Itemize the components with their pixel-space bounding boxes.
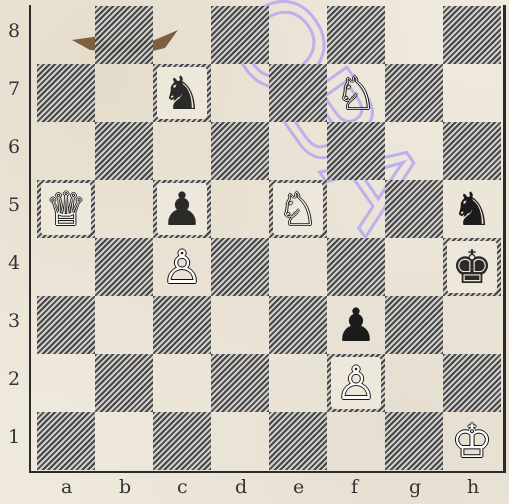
square-g7[interactable]	[385, 64, 443, 122]
square-d7[interactable]	[211, 64, 269, 122]
rank-label-3: 3	[8, 310, 20, 332]
white-queen-icon[interactable]: ♕	[41, 183, 91, 235]
black-pawn-icon[interactable]: ♟	[157, 183, 207, 235]
square-h1[interactable]: ♔	[443, 412, 501, 470]
chess-board: ♞ ♘ ♕ ♟ ♘ ♞ ♙ ♚ ♟ ♙ ♔	[37, 6, 501, 469]
rank-label-2: 2	[8, 368, 20, 390]
square-f7[interactable]: ♘	[327, 64, 385, 122]
square-a5[interactable]: ♕	[37, 180, 95, 238]
rank-label-6: 6	[8, 136, 20, 158]
file-label-g: g	[409, 476, 421, 498]
square-e3[interactable]	[269, 296, 327, 354]
square-c5[interactable]: ♟	[153, 180, 211, 238]
square-g6[interactable]	[385, 122, 443, 180]
square-b7[interactable]	[95, 64, 153, 122]
white-knight-icon[interactable]: ♘	[331, 67, 381, 119]
square-d3[interactable]	[211, 296, 269, 354]
square-c2[interactable]	[153, 354, 211, 412]
file-label-h: h	[467, 476, 479, 498]
file-label-e: e	[293, 476, 304, 498]
black-pawn-icon[interactable]: ♟	[331, 299, 381, 351]
square-a8[interactable]	[37, 6, 95, 64]
square-c4[interactable]: ♙	[153, 238, 211, 296]
black-knight-icon[interactable]: ♞	[447, 183, 497, 235]
square-f3[interactable]: ♟	[327, 296, 385, 354]
square-f6[interactable]	[327, 122, 385, 180]
square-b2[interactable]	[95, 354, 153, 412]
file-label-d: d	[235, 476, 247, 498]
square-g5[interactable]	[385, 180, 443, 238]
square-e2[interactable]	[269, 354, 327, 412]
square-a4[interactable]	[37, 238, 95, 296]
square-e1[interactable]	[269, 412, 327, 470]
square-h5[interactable]: ♞	[443, 180, 501, 238]
square-a7[interactable]	[37, 64, 95, 122]
square-d1[interactable]	[211, 412, 269, 470]
square-e6[interactable]	[269, 122, 327, 180]
white-pawn-icon[interactable]: ♙	[157, 241, 207, 293]
square-g3[interactable]	[385, 296, 443, 354]
square-b1[interactable]	[95, 412, 153, 470]
square-b5[interactable]	[95, 180, 153, 238]
rank-label-1: 1	[8, 426, 20, 448]
square-h2[interactable]	[443, 354, 501, 412]
square-f5[interactable]	[327, 180, 385, 238]
black-knight-icon[interactable]: ♞	[157, 67, 207, 119]
square-e5[interactable]: ♘	[269, 180, 327, 238]
square-e4[interactable]	[269, 238, 327, 296]
square-f4[interactable]	[327, 238, 385, 296]
square-d6[interactable]	[211, 122, 269, 180]
square-f8[interactable]	[327, 6, 385, 64]
file-label-b: b	[119, 476, 131, 498]
square-a1[interactable]	[37, 412, 95, 470]
square-a3[interactable]	[37, 296, 95, 354]
square-h7[interactable]	[443, 64, 501, 122]
square-d4[interactable]	[211, 238, 269, 296]
white-knight-icon[interactable]: ♘	[273, 183, 323, 235]
black-king-icon[interactable]: ♚	[447, 241, 497, 293]
square-c8[interactable]	[153, 6, 211, 64]
square-b3[interactable]	[95, 296, 153, 354]
square-f1[interactable]	[327, 412, 385, 470]
square-d5[interactable]	[211, 180, 269, 238]
square-d8[interactable]	[211, 6, 269, 64]
square-h6[interactable]	[443, 122, 501, 180]
file-label-f: f	[351, 476, 358, 498]
square-g8[interactable]	[385, 6, 443, 64]
file-label-c: c	[177, 476, 188, 498]
square-g2[interactable]	[385, 354, 443, 412]
rank-label-7: 7	[8, 78, 20, 100]
square-e7[interactable]	[269, 64, 327, 122]
square-e8[interactable]	[269, 6, 327, 64]
square-b4[interactable]	[95, 238, 153, 296]
square-c3[interactable]	[153, 296, 211, 354]
rank-label-8: 8	[8, 20, 20, 42]
square-h8[interactable]	[443, 6, 501, 64]
square-c6[interactable]	[153, 122, 211, 180]
square-h3[interactable]	[443, 296, 501, 354]
square-b6[interactable]	[95, 122, 153, 180]
square-h4[interactable]: ♚	[443, 238, 501, 296]
square-a6[interactable]	[37, 122, 95, 180]
white-pawn-icon[interactable]: ♙	[331, 357, 381, 409]
white-king-icon[interactable]: ♔	[447, 415, 497, 467]
rank-label-5: 5	[8, 194, 20, 216]
file-label-a: a	[61, 476, 72, 498]
square-f2[interactable]: ♙	[327, 354, 385, 412]
square-c7[interactable]: ♞	[153, 64, 211, 122]
square-g1[interactable]	[385, 412, 443, 470]
rank-label-4: 4	[8, 252, 20, 274]
square-g4[interactable]	[385, 238, 443, 296]
square-d2[interactable]	[211, 354, 269, 412]
square-b8[interactable]	[95, 6, 153, 64]
square-a2[interactable]	[37, 354, 95, 412]
square-c1[interactable]	[153, 412, 211, 470]
